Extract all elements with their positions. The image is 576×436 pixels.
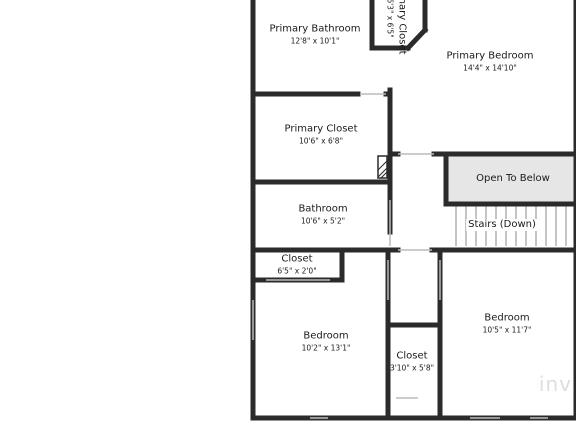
- open-to-below-shade: [448, 156, 576, 202]
- stairs-treads: [455, 206, 567, 246]
- openings: [252, 93, 548, 419]
- hatched-box: [377, 155, 388, 179]
- watermark-logo: inv: [538, 372, 572, 396]
- walls: [250, 0, 576, 421]
- outside-area: [0, 0, 250, 432]
- hatch-lines: [377, 160, 388, 179]
